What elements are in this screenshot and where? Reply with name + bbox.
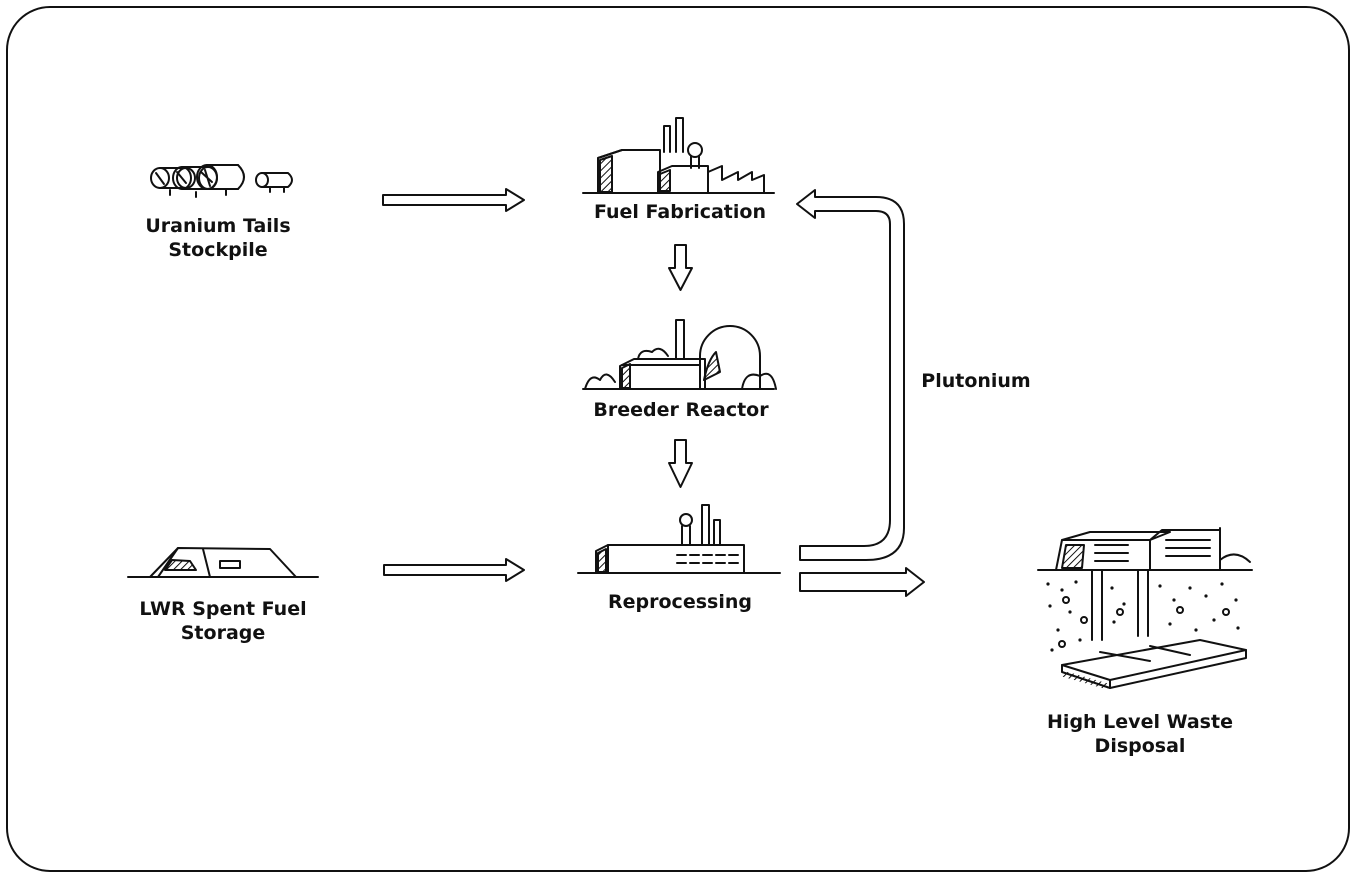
arrow-plutonium-loop	[797, 190, 904, 560]
node-label: Breeder Reactor	[576, 398, 786, 422]
storage-bunker-icon	[128, 548, 318, 577]
node-label-line2: Stockpile	[128, 238, 308, 262]
node-lwr-storage: LWR Spent Fuel Storage	[118, 597, 328, 645]
node-hlw-disposal: High Level Waste Disposal	[1040, 710, 1240, 758]
node-label-line2: Storage	[118, 621, 328, 645]
arrow-reactor-to-reprocessing	[669, 440, 692, 487]
arrow-reprocessing-to-disposal	[800, 568, 924, 596]
arrow-fabrication-to-reactor	[669, 245, 692, 290]
node-fuel-fabrication: Fuel Fabrication	[580, 200, 780, 224]
node-label: Fuel Fabrication	[580, 200, 780, 224]
node-label-line1: High Level Waste	[1040, 710, 1240, 734]
plant-icon	[578, 505, 780, 573]
node-reprocessing: Reprocessing	[580, 590, 780, 614]
node-uranium-tails: Uranium Tails Stockpile	[128, 214, 308, 262]
arrow-tails-to-fabrication	[383, 189, 524, 211]
node-breeder-reactor: Breeder Reactor	[576, 398, 786, 422]
underground-repository-icon	[1038, 528, 1252, 688]
edge-label-plutonium: Plutonium	[914, 369, 1038, 393]
node-label-line1: LWR Spent Fuel	[118, 597, 328, 621]
factory-icon	[583, 118, 774, 193]
reactor-icon	[583, 320, 776, 389]
node-label: Reprocessing	[580, 590, 780, 614]
node-label-line2: Disposal	[1040, 734, 1240, 758]
node-label-line1: Uranium Tails	[128, 214, 308, 238]
arrow-storage-to-reprocessing	[384, 559, 524, 581]
tanks-icon	[151, 165, 292, 197]
